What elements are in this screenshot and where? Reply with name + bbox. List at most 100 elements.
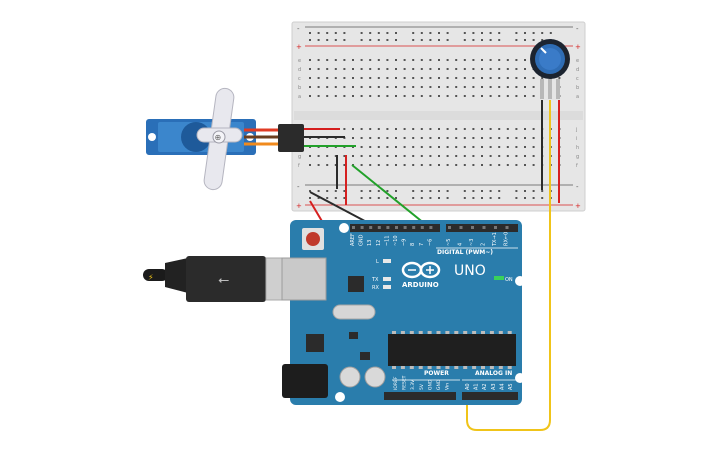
breadboard-hole[interactable] [334, 68, 337, 70]
breadboard-hole[interactable] [317, 155, 320, 157]
breadboard-hole[interactable] [386, 59, 389, 61]
breadboard-hole[interactable] [343, 128, 346, 130]
breadboard-hole[interactable] [317, 39, 320, 41]
breadboard-hole[interactable] [352, 155, 354, 157]
breadboard-hole[interactable] [360, 68, 363, 70]
breadboard-hole[interactable] [515, 59, 518, 61]
breadboard-hole[interactable] [532, 95, 535, 97]
breadboard-hole[interactable] [455, 146, 458, 148]
breadboard-hole[interactable] [506, 164, 509, 166]
breadboard-hole[interactable] [472, 68, 475, 70]
breadboard-hole[interactable] [455, 86, 458, 88]
breadboard-hole[interactable] [352, 77, 354, 79]
breadboard-hole[interactable] [420, 59, 423, 61]
breadboard-hole[interactable] [360, 197, 363, 199]
breadboard-hole[interactable] [481, 164, 483, 166]
breadboard-hole[interactable] [524, 155, 526, 157]
breadboard-hole[interactable] [377, 146, 380, 148]
breadboard-hole[interactable] [515, 68, 518, 70]
digital-pin[interactable] [471, 226, 474, 229]
breadboard-hole[interactable] [369, 77, 372, 79]
breadboard-hole[interactable] [360, 137, 363, 139]
breadboard-hole[interactable] [524, 86, 526, 88]
breadboard-hole[interactable] [343, 86, 346, 88]
digital-header-right[interactable] [446, 224, 518, 232]
breadboard-hole[interactable] [317, 190, 320, 192]
breadboard-hole[interactable] [472, 39, 475, 41]
breadboard-hole[interactable] [412, 68, 415, 70]
breadboard-hole[interactable] [420, 137, 423, 139]
breadboard-hole[interactable] [429, 146, 432, 148]
breadboard-hole[interactable] [472, 137, 475, 139]
breadboard-hole[interactable] [472, 59, 475, 61]
breadboard-hole[interactable] [446, 128, 449, 130]
breadboard-hole[interactable] [515, 197, 518, 199]
breadboard-hole[interactable] [326, 197, 329, 199]
breadboard-hole[interactable] [455, 77, 458, 79]
breadboard-hole[interactable] [386, 146, 389, 148]
breadboard-hole[interactable] [369, 32, 372, 34]
breadboard-hole[interactable] [420, 68, 423, 70]
breadboard-hole[interactable] [403, 68, 406, 70]
breadboard-hole[interactable] [438, 32, 440, 34]
breadboard-hole[interactable] [472, 77, 475, 79]
breadboard-hole[interactable] [334, 164, 337, 166]
breadboard-hole[interactable] [317, 95, 320, 97]
breadboard-hole[interactable] [386, 68, 389, 70]
breadboard-hole[interactable] [420, 128, 423, 130]
breadboard-hole[interactable] [463, 137, 466, 139]
breadboard-hole[interactable] [369, 59, 372, 61]
breadboard-hole[interactable] [386, 164, 389, 166]
breadboard-hole[interactable] [524, 68, 526, 70]
digital-pin[interactable] [412, 226, 416, 229]
breadboard-hole[interactable] [369, 164, 372, 166]
breadboard-hole[interactable] [420, 95, 423, 97]
breadboard-hole[interactable] [360, 155, 363, 157]
breadboard-hole[interactable] [489, 137, 492, 139]
breadboard-hole[interactable] [515, 190, 518, 192]
breadboard-hole[interactable] [412, 164, 415, 166]
breadboard-hole[interactable] [489, 146, 492, 148]
breadboard-hole[interactable] [352, 128, 354, 130]
breadboard-hole[interactable] [412, 137, 415, 139]
breadboard-hole[interactable] [386, 190, 389, 192]
breadboard-hole[interactable] [412, 155, 415, 157]
breadboard-hole[interactable] [334, 190, 337, 192]
breadboard-hole[interactable] [481, 32, 483, 34]
breadboard-hole[interactable] [463, 77, 466, 79]
breadboard-hole[interactable] [481, 68, 483, 70]
breadboard-hole[interactable] [403, 146, 406, 148]
breadboard-hole[interactable] [532, 190, 535, 192]
breadboard-hole[interactable] [377, 68, 380, 70]
breadboard-hole[interactable] [463, 146, 466, 148]
breadboard-hole[interactable] [489, 68, 492, 70]
breadboard-hole[interactable] [309, 86, 311, 88]
breadboard-hole[interactable] [463, 197, 466, 199]
breadboard-hole[interactable] [317, 59, 320, 61]
breadboard-hole[interactable] [334, 197, 337, 199]
breadboard-hole[interactable] [334, 59, 337, 61]
breadboard-hole[interactable] [438, 137, 440, 139]
breadboard-hole[interactable] [489, 59, 492, 61]
digital-pin[interactable] [505, 226, 509, 229]
breadboard-hole[interactable] [395, 59, 397, 61]
breadboard-hole[interactable] [343, 197, 346, 199]
breadboard-hole[interactable] [438, 128, 440, 130]
breadboard-hole[interactable] [377, 59, 380, 61]
breadboard-hole[interactable] [489, 164, 492, 166]
breadboard-hole[interactable] [326, 59, 329, 61]
breadboard-hole[interactable] [317, 86, 320, 88]
breadboard-hole[interactable] [343, 59, 346, 61]
breadboard-hole[interactable] [429, 32, 432, 34]
breadboard-hole[interactable] [343, 155, 346, 157]
breadboard-hole[interactable] [403, 137, 406, 139]
breadboard-hole[interactable] [343, 190, 346, 192]
breadboard-hole[interactable] [515, 39, 518, 41]
breadboard-hole[interactable] [438, 68, 440, 70]
breadboard-hole[interactable] [386, 197, 389, 199]
breadboard-hole[interactable] [506, 59, 509, 61]
breadboard-hole[interactable] [446, 164, 449, 166]
breadboard-hole[interactable] [532, 128, 535, 130]
breadboard-hole[interactable] [481, 59, 483, 61]
breadboard-hole[interactable] [334, 155, 337, 157]
